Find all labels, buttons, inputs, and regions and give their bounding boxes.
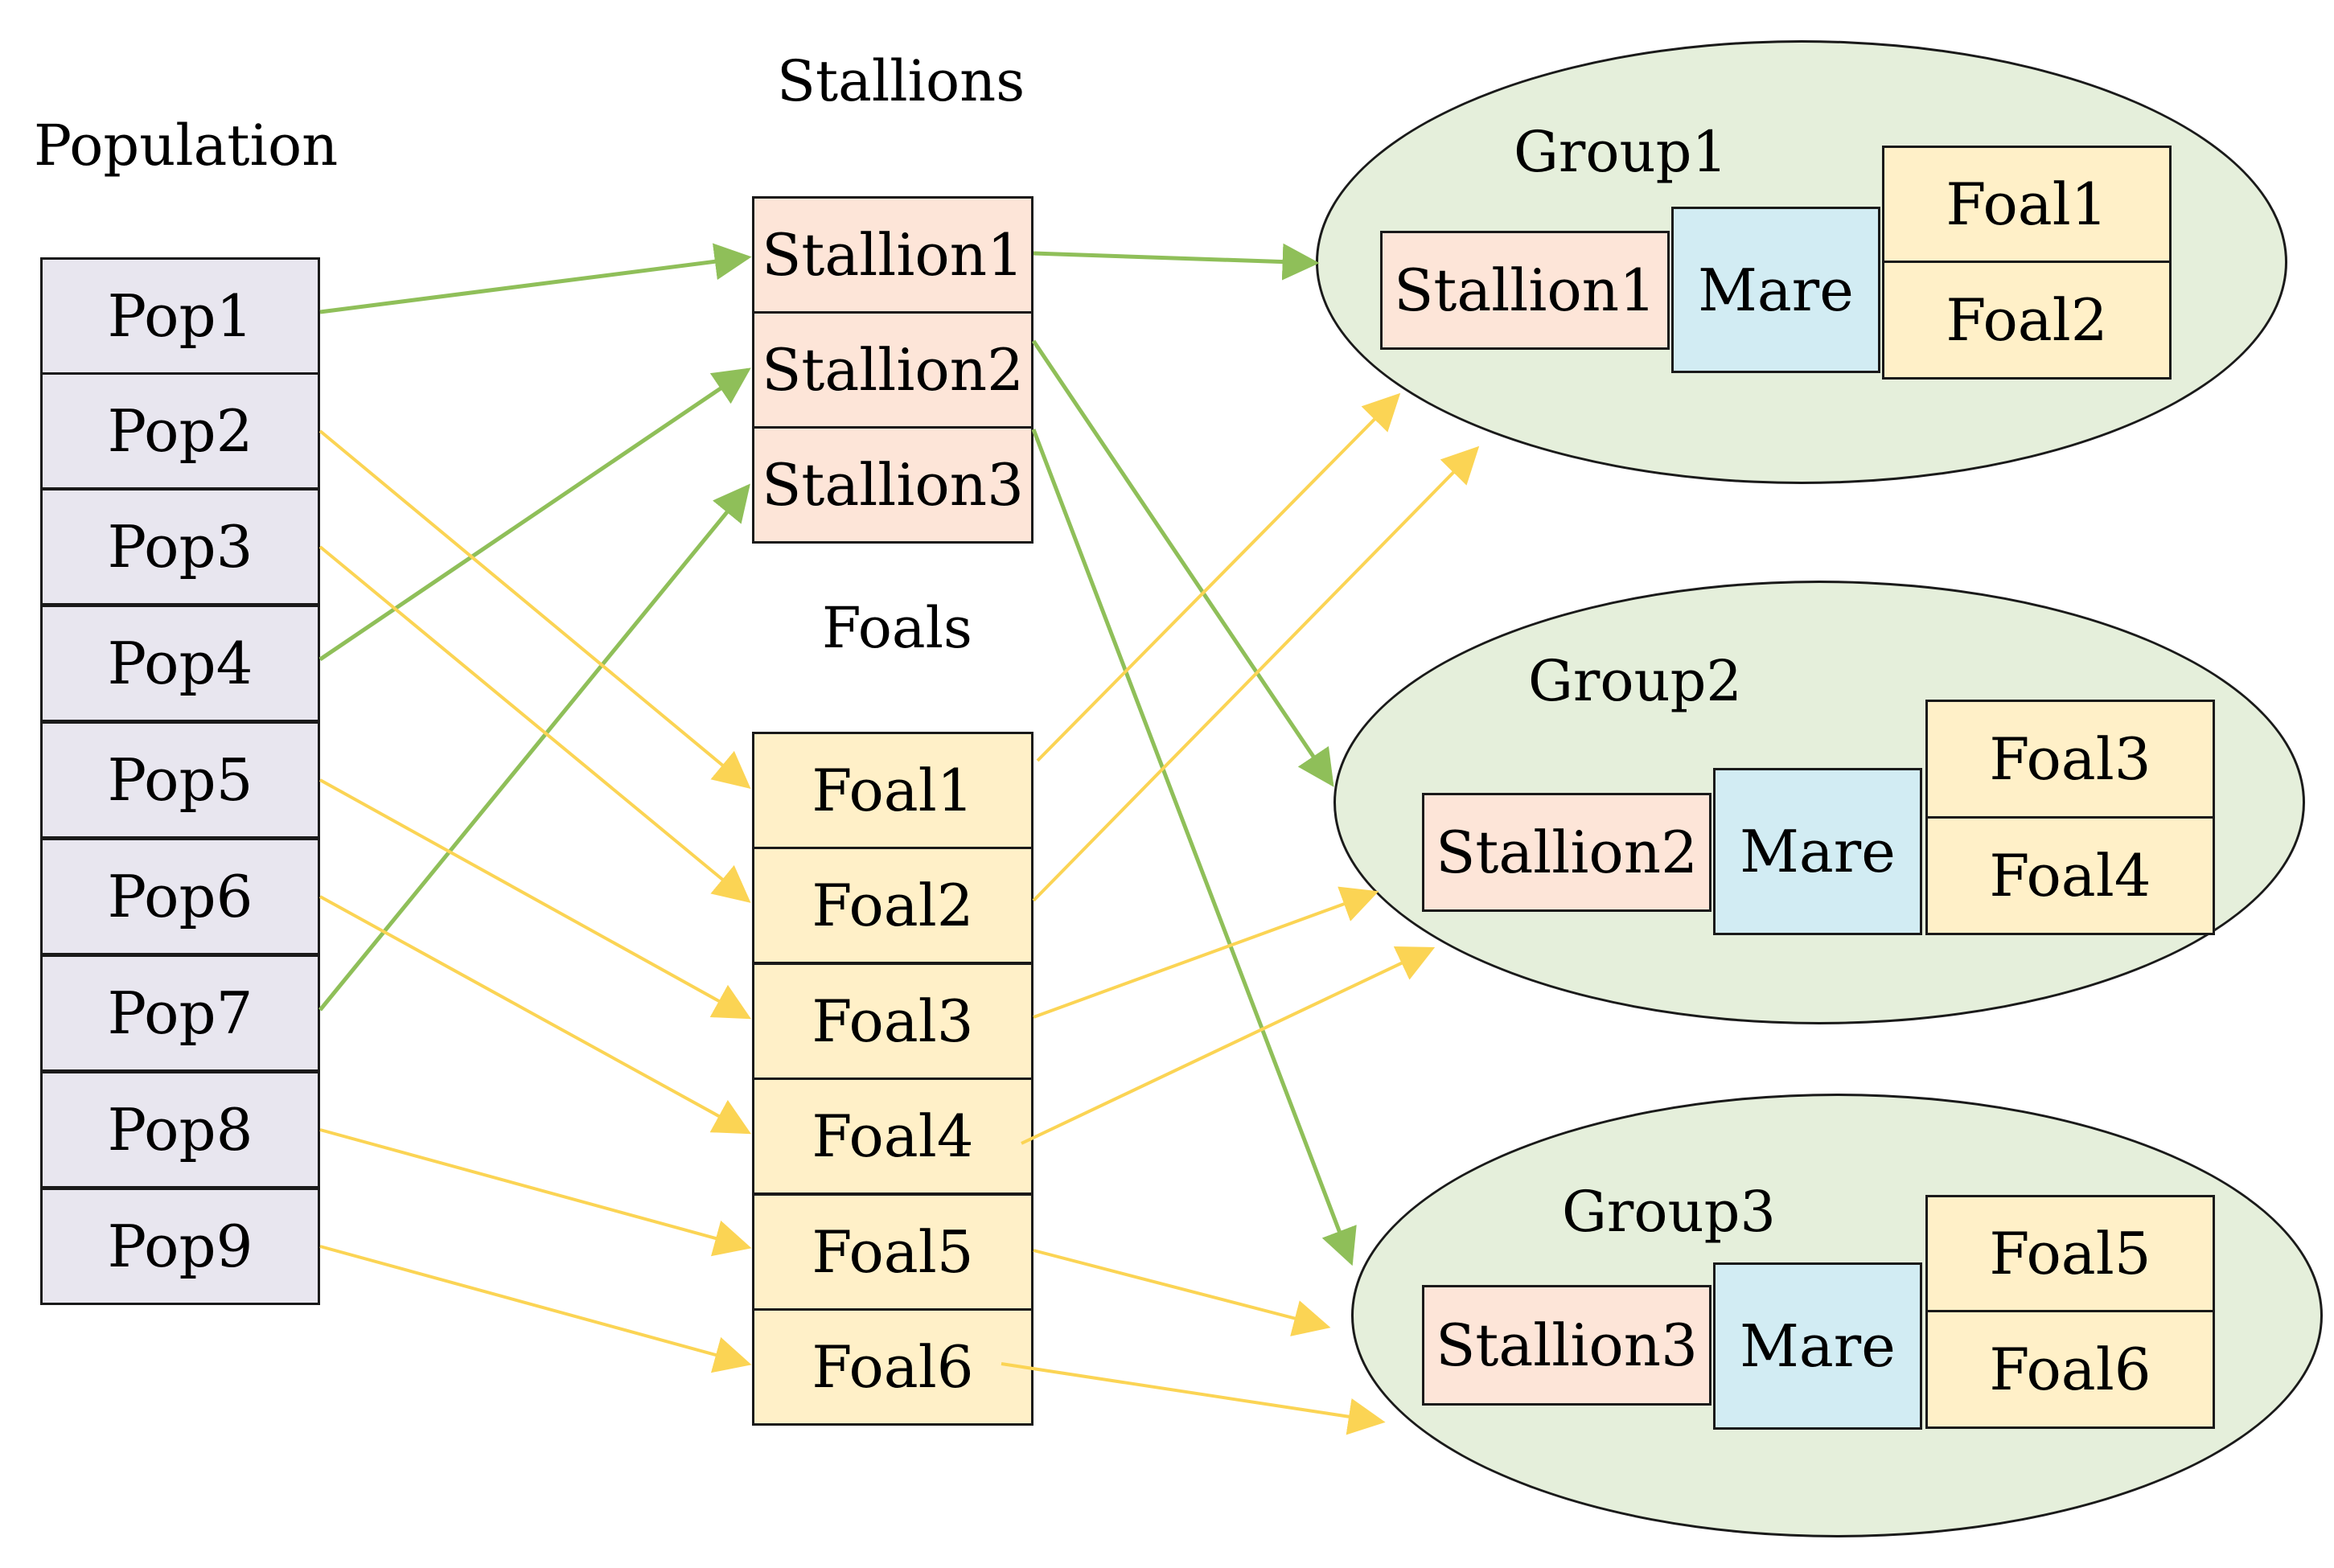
foal-box-6: Foal6: [752, 1308, 1033, 1426]
group-1-title: Group1: [1514, 119, 1728, 185]
group-3-stallion: Stallion3: [1422, 1285, 1711, 1406]
arrow-pop9-foal6: [319, 1245, 752, 1373]
group-1-foal-a: Foal1: [1882, 146, 2172, 263]
arrow-pop5-foal3: [319, 778, 752, 1020]
arrow-pop2-foal1: [318, 429, 751, 789]
group-3-mare: Mare: [1713, 1262, 1922, 1430]
arrow-foal6-group3: [1001, 1362, 1386, 1435]
foal-box-2: Foal2: [752, 847, 1033, 964]
arrow-pop3-foal2: [318, 545, 751, 903]
group-3-foal-a: Foal5: [1925, 1195, 2215, 1312]
stallion-to-group-arrows: [1031, 243, 1357, 1266]
group-1-foal-b: Foal2: [1882, 261, 2172, 380]
pop-box-6: Pop6: [40, 838, 320, 955]
arrow-pop1-stallion1: [319, 243, 752, 314]
foal-box-1: Foal1: [752, 732, 1033, 849]
stallions-heading: Stallions: [777, 48, 1025, 114]
foal-box-5: Foal5: [752, 1193, 1033, 1311]
arrow-pop4-stallion2: [318, 367, 751, 662]
group-3-foal-b: Foal6: [1925, 1310, 2215, 1429]
arrow-foal3-group2: [1033, 886, 1379, 1019]
pop-box-2: Pop2: [40, 372, 320, 490]
group-1-mare: Mare: [1671, 207, 1880, 373]
group-2-foal-b: Foal4: [1925, 816, 2215, 935]
foal-box-4: Foal4: [752, 1077, 1033, 1195]
arrow-stallion3-group3: [1031, 429, 1357, 1266]
group-2-title: Group2: [1528, 648, 1742, 714]
foals-heading: Foals: [822, 595, 972, 661]
pop-box-4: Pop4: [40, 605, 320, 722]
arrow-foal5-group3: [1033, 1249, 1331, 1336]
group-2-stallion: Stallion2: [1422, 793, 1711, 912]
group-2-foal-a: Foal3: [1925, 700, 2215, 819]
arrow-stallion1-group1: [1033, 243, 1320, 281]
group-3-title: Group3: [1562, 1179, 1776, 1245]
foal-box-3: Foal3: [752, 963, 1033, 1080]
pop-box-9: Pop9: [40, 1188, 320, 1305]
population-heading: Population: [34, 113, 339, 179]
arrow-pop8-foal5: [319, 1128, 752, 1257]
pop-box-8: Pop8: [40, 1071, 320, 1188]
stallion-box-3: Stallion3: [752, 426, 1033, 544]
pop-to-stallion-arrows: [318, 243, 752, 1012]
arrow-foal1-group1: [1036, 392, 1401, 762]
arrow-pop7-stallion3: [318, 483, 750, 1012]
group-1-stallion: Stallion1: [1380, 231, 1670, 350]
stallion-box-2: Stallion2: [752, 311, 1033, 429]
pop-box-5: Pop5: [40, 721, 320, 839]
arrow-pop6-foal4: [319, 895, 752, 1135]
pop-box-3: Pop3: [40, 488, 320, 605]
arrow-foal4-group2: [1021, 946, 1436, 1145]
pop-to-foal-arrows: [318, 429, 752, 1373]
group-2-mare: Mare: [1713, 768, 1922, 935]
stallion-box-1: Stallion1: [752, 196, 1033, 314]
pop-box-7: Pop7: [40, 954, 320, 1072]
pop-box-1: Pop1: [40, 257, 320, 375]
arrow-stallion2-group2: [1031, 339, 1334, 787]
